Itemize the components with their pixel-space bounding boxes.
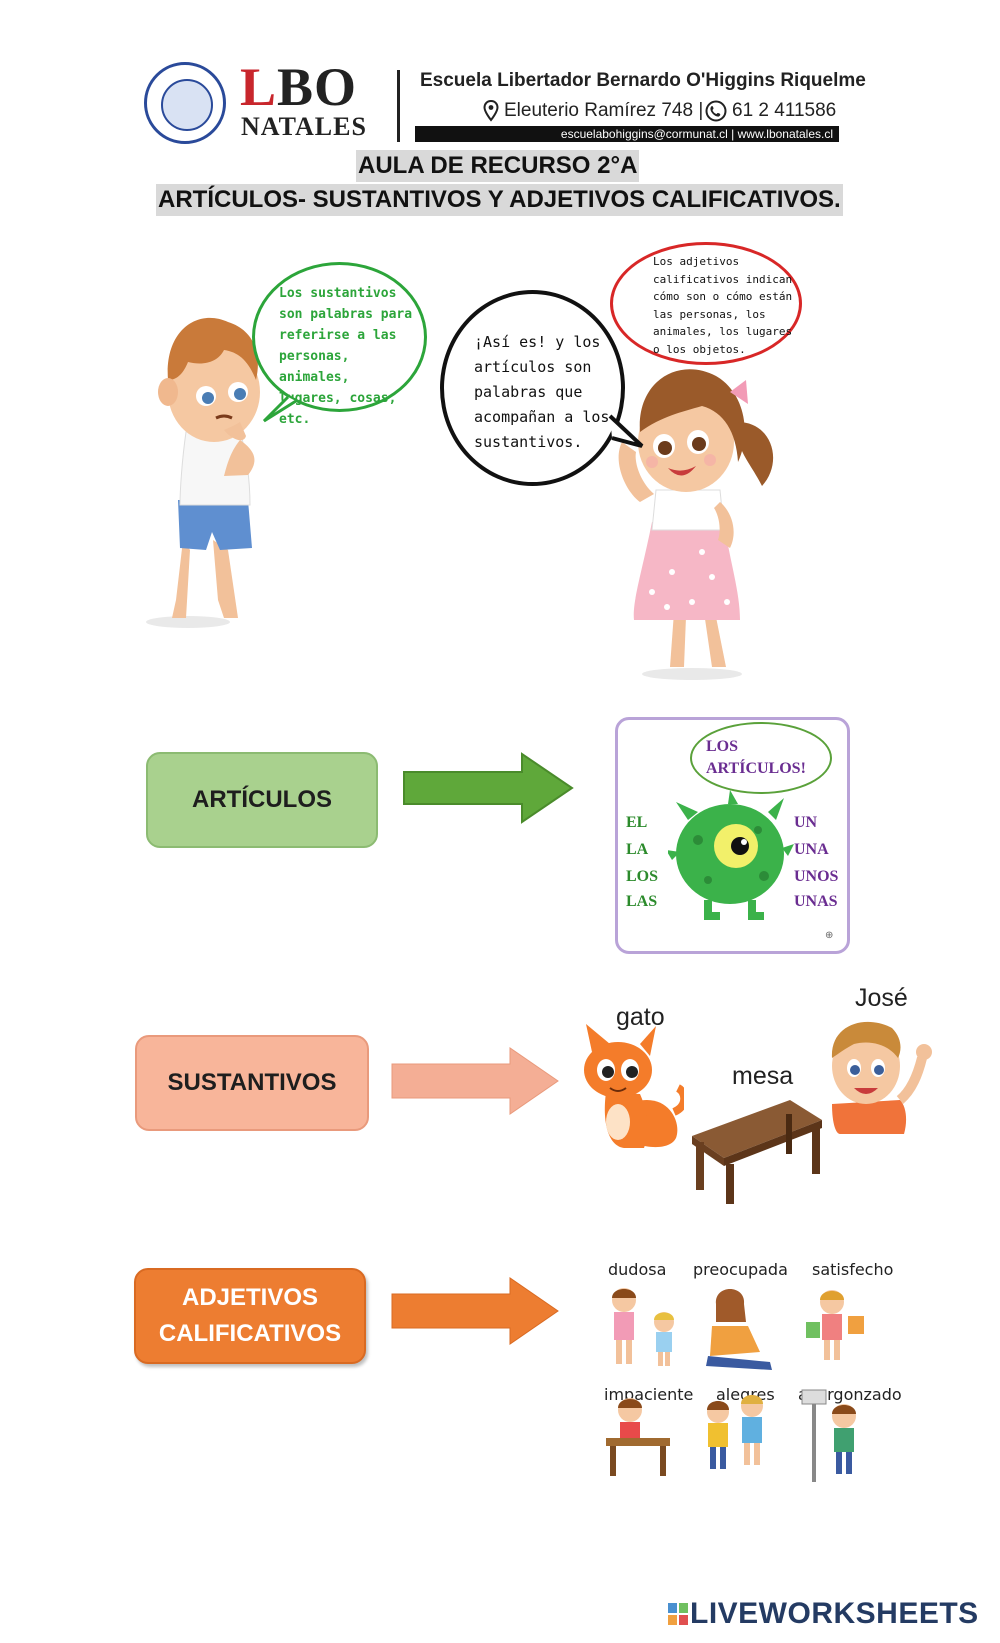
impaciente-picture [606, 1398, 670, 1476]
arrow-sustantivos [391, 1047, 559, 1115]
school-seal-logo [144, 62, 226, 144]
article-las: LAS [626, 893, 658, 910]
avergonzado-picture [801, 1389, 856, 1482]
school-address: Eleuterio Ramírez 748 | [504, 100, 704, 121]
liveworksheets-watermark: LIVEWORKSHEETS [690, 1597, 979, 1630]
article-un: UN [794, 814, 818, 831]
noun-jose-label: José [855, 984, 908, 1012]
lbo-logo: LBO [240, 57, 358, 117]
boy-jose-illustration [831, 1021, 932, 1134]
article-una: UNA [794, 841, 829, 858]
bubble-red-text: Los adjetivos calificativos indican cómo… [653, 255, 793, 356]
speech-bubble-red: Los adjetivos calificativos indican cómo… [610, 242, 802, 365]
adjective-dudosa-label: dudosa [608, 1260, 667, 1279]
article-unos: UNOS [794, 868, 839, 885]
speech-bubble-green: Los sustantivos son palabras para referi… [252, 262, 427, 427]
header-divider [397, 70, 400, 142]
articulos-box: ARTÍCULOS [146, 752, 378, 848]
location-pin-icon [483, 99, 499, 127]
bubble-black-tail [608, 414, 644, 448]
article-la: LA [626, 841, 649, 858]
noun-mesa-label: mesa [732, 1062, 794, 1090]
preocupada-picture [706, 1289, 772, 1370]
lbo-logo-natales: NATALES [241, 112, 367, 141]
school-phone: 61 2 411586 [732, 100, 837, 121]
alegres-picture [707, 1395, 763, 1469]
bubble-black-text: ¡Así es! y los artículos son palabras qu… [474, 333, 610, 451]
school-name: Escuela Libertador Bernardo O'Higgins Ri… [420, 70, 866, 91]
sustantivos-box: SUSTANTIVOS [135, 1035, 369, 1131]
adjective-satisfecho-label: satisfecho [812, 1260, 894, 1279]
noun-gato-label: gato [616, 1003, 665, 1031]
liveworksheets-logo-icon [668, 1603, 688, 1630]
talking-girl-illustration [618, 369, 774, 680]
article-los: LOS [626, 868, 659, 885]
page-subtitle: ARTÍCULOS- SUSTANTIVOS Y ADJETIVOS CALIF… [156, 184, 843, 216]
thinking-boy-illustration [146, 317, 260, 628]
contact-bar: escuelabohiggins@cormunat.cl | www.lbona… [415, 126, 839, 142]
zoom-icon: ⊕ [825, 930, 834, 941]
page-title: AULA DE RECURSO 2°A [356, 150, 640, 182]
phone-icon [705, 100, 727, 127]
green-monster-illustration [668, 790, 794, 920]
table-illustration [692, 1100, 822, 1204]
arrow-adjetivos [391, 1277, 559, 1345]
dudosa-picture [612, 1288, 674, 1366]
cat-illustration [584, 1024, 684, 1148]
adjective-preocupada-label: preocupada [693, 1260, 788, 1279]
arrow-articulos [403, 752, 574, 824]
speech-bubble-black: ¡Así es! y los artículos son palabras qu… [440, 290, 625, 486]
bubble-green-tail [262, 395, 297, 423]
satisfecho-picture [806, 1290, 864, 1360]
bubble-green-text: Los sustantivos son palabras para referi… [279, 286, 413, 427]
adjective-children-illustrations [606, 1288, 864, 1482]
article-el: EL [626, 814, 648, 831]
article-unas: UNAS [794, 893, 838, 910]
